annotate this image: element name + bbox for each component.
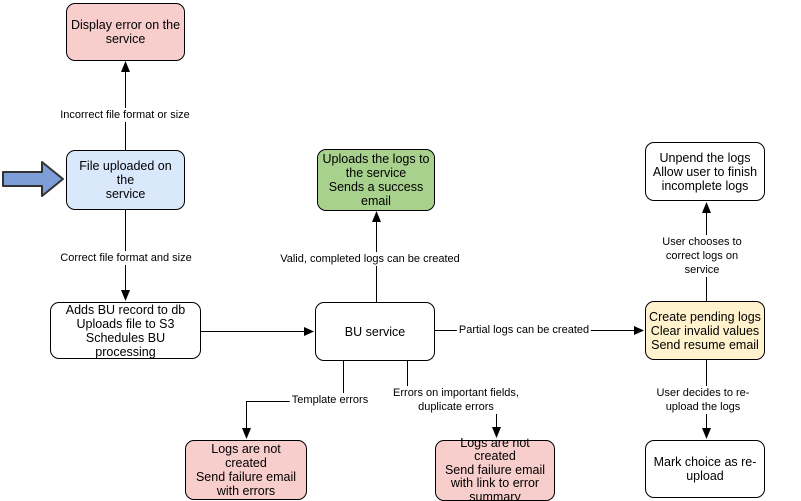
edge-label-incorrect-file: Incorrect file format or size: [58, 108, 192, 122]
node-unpend-logs: Unpend the logs Allow user to finish inc…: [645, 142, 765, 201]
node-logs-not-created-summary: Logs are not created Send failure email …: [435, 436, 555, 501]
node-uploads-logs: Uploads the logs to the service Sends a …: [317, 149, 435, 211]
node-file-uploaded: File uploaded on the service: [66, 150, 185, 210]
node-display-error: Display error on the service: [66, 3, 185, 61]
node-bu-service: BU service: [315, 302, 435, 361]
edge-label-correct-file: Correct file format and size: [58, 251, 194, 265]
input-arrow-icon: [2, 161, 64, 197]
node-create-pending: Create pending logs Clear invalid values…: [645, 301, 765, 360]
edge-label-user-corrects: User chooses to correct logs on service: [652, 235, 752, 277]
edge-label-user-reuploads: User decides to re-upload the logs: [654, 386, 752, 414]
edge-label-template-errors: Template errors: [289, 393, 371, 407]
node-adds-bu-record: Adds BU record to db Uploads file to S3 …: [50, 302, 201, 359]
edge-label-important-fields: Errors on important fields, duplicate er…: [391, 386, 521, 414]
node-mark-choice: Mark choice as re- upload: [645, 440, 765, 498]
edge-label-valid-completed: Valid, completed logs can be created: [278, 252, 462, 266]
node-logs-not-created-errors: Logs are not created Send failure email …: [185, 440, 307, 500]
edge-label-partial-logs: Partial logs can be created: [456, 323, 592, 337]
